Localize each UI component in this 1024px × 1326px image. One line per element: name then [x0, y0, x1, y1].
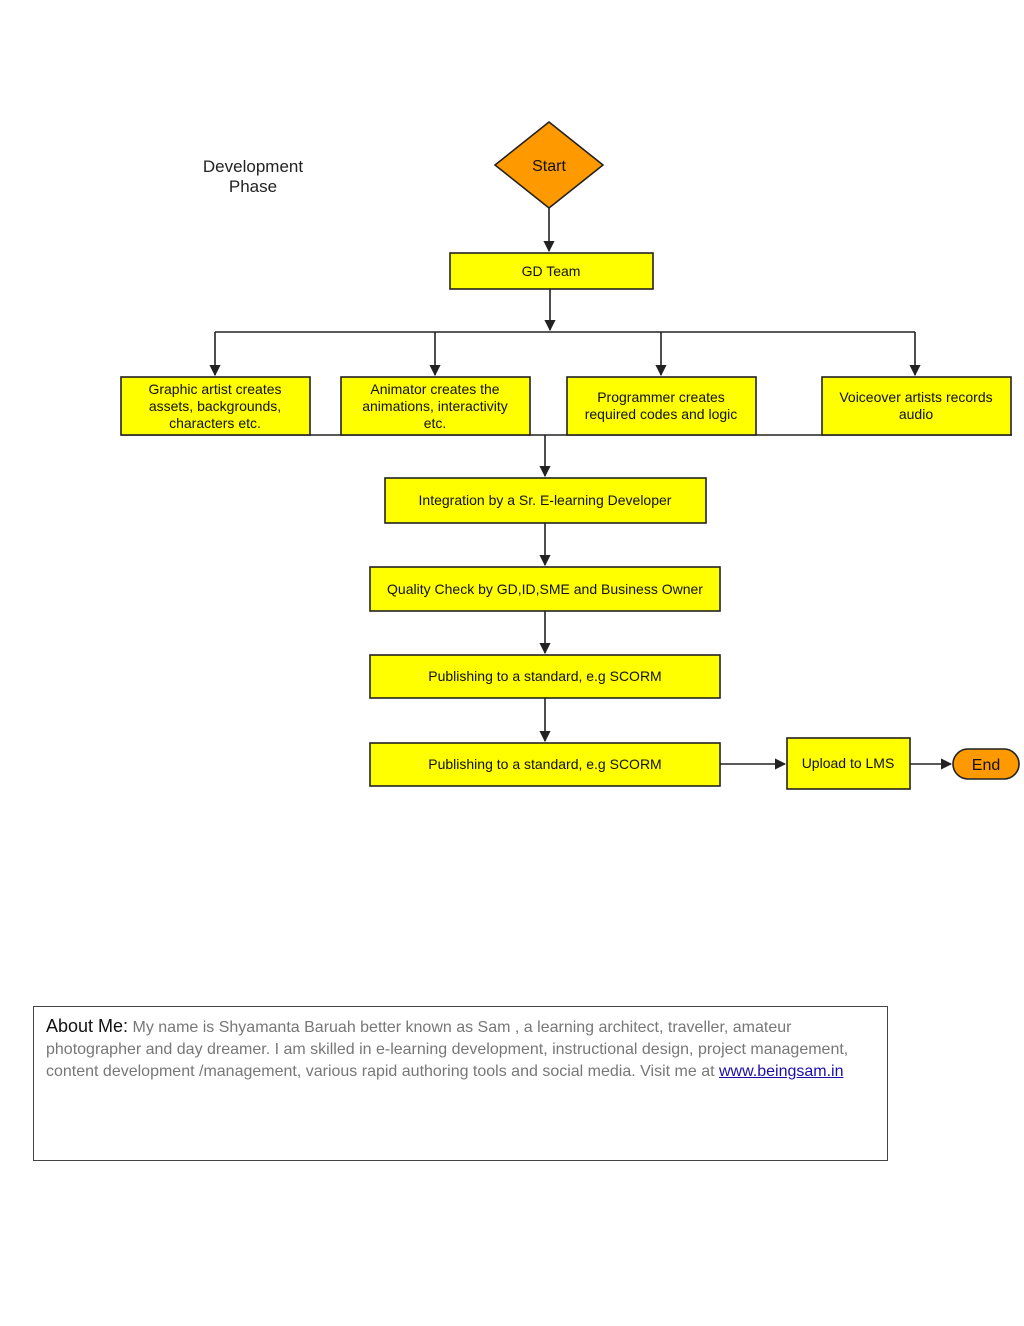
gd-team-label: GD Team	[522, 263, 581, 279]
programmer-line-2: required codes and logic	[585, 406, 738, 422]
end-node: End	[952, 748, 1020, 780]
end-label: End	[972, 757, 1000, 774]
graphic-artist-node: Graphic artist creates assets, backgroun…	[120, 376, 311, 436]
voiceover-box	[821, 376, 1012, 436]
programmer-box	[566, 376, 757, 436]
voiceover-line-2: audio	[899, 406, 933, 422]
graphic-artist-line-1: Graphic artist creates	[148, 381, 281, 397]
gd-team-box	[449, 252, 654, 290]
publishing-2-box	[369, 742, 721, 787]
quality-check-node: Quality Check by GD,ID,SME and Business …	[369, 566, 721, 612]
graphic-artist-line-3: characters etc.	[169, 415, 261, 431]
about-me-box: About Me: My name is Shyamanta Baruah be…	[33, 1006, 888, 1161]
voiceover-node: Voiceover artists records audio	[821, 376, 1012, 436]
end-terminal-shape	[952, 748, 1020, 780]
programmer-node: Programmer creates required codes and lo…	[566, 376, 757, 436]
graphic-artist-box	[120, 376, 311, 436]
quality-check-box	[369, 566, 721, 612]
publishing-1-node: Publishing to a standard, e.g SCORM	[369, 654, 721, 699]
upload-node: Upload to LMS	[786, 737, 911, 790]
animator-node: Animator creates the animations, interac…	[340, 376, 531, 436]
phase-label: Development Phase	[203, 157, 303, 196]
integration-node: Integration by a Sr. E-learning Develope…	[384, 477, 707, 524]
start-label: Start	[532, 158, 566, 175]
phase-label-line-1: Development	[203, 157, 303, 176]
publishing-1-label: Publishing to a standard, e.g SCORM	[428, 668, 661, 684]
website-link[interactable]: www.beingsam.in	[718, 1063, 844, 1080]
development-flowchart: Development Phase Start GD Team Graphic …	[120, 120, 1020, 790]
publishing-1-box	[369, 654, 721, 699]
publishing-2-label: Publishing to a standard, e.g SCORM	[428, 756, 661, 772]
upload-label: Upload to LMS	[802, 755, 895, 771]
about-heading: About Me:	[46, 1016, 129, 1036]
voiceover-line-1: Voiceover artists records	[839, 389, 992, 405]
animator-line-2: animations, interactivity	[362, 398, 508, 414]
integration-box	[384, 477, 707, 524]
integration-label: Integration by a Sr. E-learning Develope…	[419, 492, 672, 508]
gd-team-node: GD Team	[449, 252, 654, 290]
quality-check-label: Quality Check by GD,ID,SME and Business …	[387, 581, 703, 597]
programmer-line-1: Programmer creates	[597, 389, 725, 405]
animator-line-3: etc.	[424, 415, 447, 431]
phase-label-line-2: Phase	[229, 177, 277, 196]
upload-box	[786, 737, 911, 790]
about-body: My name is Shyamanta Baruah better known…	[46, 1019, 849, 1080]
graphic-artist-line-2: assets, backgrounds,	[149, 398, 281, 414]
start-diamond-shape	[493, 120, 605, 210]
publishing-2-node: Publishing to a standard, e.g SCORM	[369, 742, 721, 787]
start-node: Start	[493, 120, 605, 210]
animator-box	[340, 376, 531, 436]
animator-line-1: Animator creates the	[370, 381, 499, 397]
